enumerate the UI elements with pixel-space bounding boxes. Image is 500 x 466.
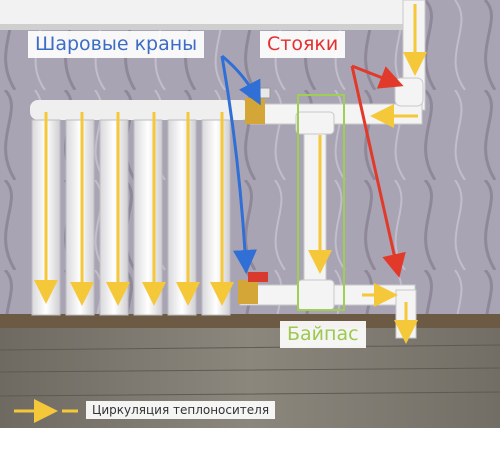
- pointer-arrow-icon: [220, 55, 257, 274]
- risers-label: Стояки: [260, 31, 346, 58]
- ball-valve-bottom: [238, 272, 268, 304]
- ball-valve-pointers: [220, 54, 261, 274]
- pointer-arrow-icon: [351, 64, 404, 89]
- riser-pointers: [350, 64, 406, 278]
- pointer-arrow-icon: [221, 54, 261, 106]
- bypass-frame: [297, 94, 345, 311]
- baseboard: [0, 314, 500, 328]
- circulation-arrows: [34, 4, 427, 344]
- ball-valves-label: Шаровые краны: [28, 31, 205, 58]
- bypass-label: Байпас: [280, 321, 366, 348]
- window-sill: [0, 0, 410, 24]
- legend-label: Циркуляция теплоносителя: [86, 401, 276, 419]
- pointer-arrow-icon: [350, 65, 406, 278]
